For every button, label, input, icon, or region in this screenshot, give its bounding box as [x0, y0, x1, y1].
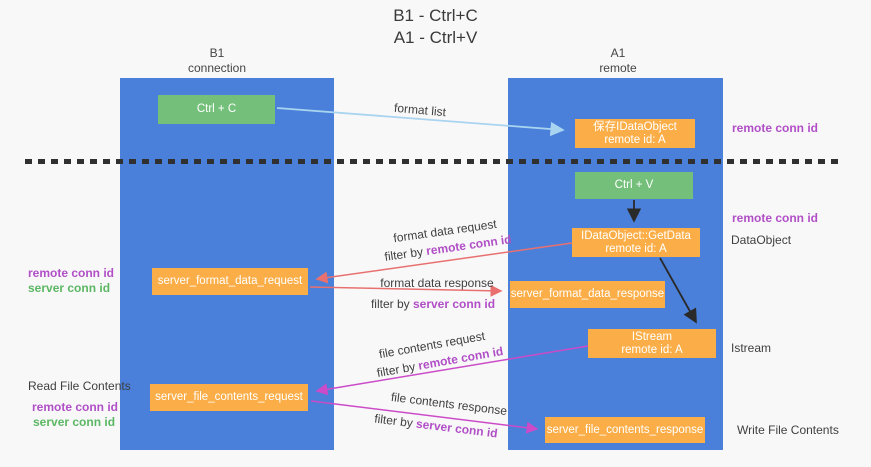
node-server-format-data-request: server_format_data_request: [152, 268, 308, 295]
title-line-1: B1 - Ctrl+C: [393, 6, 478, 25]
node-server-file-contents-request-label: server_file_contents_request: [155, 391, 303, 403]
label-filter-by-server-conn-id-1: filter by server conn id: [371, 297, 495, 311]
label-format-list: format list: [393, 100, 447, 120]
node-server-format-data-request-label: server_format_data_request: [157, 275, 303, 287]
lane-header-a1: A1 remote: [518, 46, 718, 76]
lane-header-b1: B1 connection: [117, 46, 317, 76]
node-ctrl-v-label: Ctrl + V: [614, 179, 654, 191]
server-conn-id-highlight: server conn id: [415, 416, 499, 441]
node-ctrl-c: Ctrl + C: [158, 95, 275, 124]
label-format-data-response: format data response: [380, 276, 494, 290]
left-remote-conn-id-1: remote conn id: [28, 266, 115, 280]
node-server-format-data-response-label: server_format_data_response: [510, 288, 665, 300]
filter-by-prefix: filter by: [370, 297, 413, 311]
lane-b1-name: B1: [209, 46, 225, 60]
node-istream: IStream remote id: A: [588, 329, 716, 358]
filter-by-prefix: filter by: [373, 411, 417, 431]
node-server-format-data-response: server_format_data_response: [510, 281, 665, 308]
node-server-file-contents-response: server_file_contents_response: [545, 417, 705, 443]
machine-boundary-dashed-line: [25, 159, 838, 164]
node-istream-line1: IStream: [631, 330, 673, 343]
title-line-2: A1 - Ctrl+V: [393, 28, 478, 47]
right-write-file-contents: Write File Contents: [737, 423, 839, 437]
left-server-conn-id-2: server conn id: [33, 415, 116, 429]
lane-a1-subtitle: remote: [599, 61, 637, 75]
label-filter-by-server-conn-id-2: filter by server conn id: [374, 411, 499, 440]
label-file-contents-response: file contents response: [390, 389, 508, 419]
filter-by-prefix: filter by: [375, 358, 420, 381]
lane-b1-subtitle: connection: [187, 61, 247, 75]
node-istream-line2: remote id: A: [621, 343, 683, 356]
node-save-idataobject-line1: 保存IDataObject: [593, 120, 677, 133]
server-conn-id-highlight: server conn id: [412, 297, 496, 311]
filter-by-prefix: filter by: [383, 244, 428, 264]
node-save-idataobject-line2: remote id: A: [604, 133, 666, 146]
node-getdata-line2: remote id: A: [605, 242, 667, 255]
node-idataobject-getdata: IDataObject::GetData remote id: A: [572, 228, 700, 257]
lane-a1-name: A1: [610, 46, 626, 60]
left-server-conn-id-1: server conn id: [28, 281, 111, 295]
node-ctrl-c-label: Ctrl + C: [196, 103, 237, 115]
right-dataobject-label: DataObject: [731, 233, 792, 247]
diagram-title: B1 - Ctrl+C A1 - Ctrl+V: [0, 5, 871, 49]
node-ctrl-v: Ctrl + V: [575, 172, 693, 199]
right-remote-conn-id-2: remote conn id: [732, 211, 819, 225]
right-istream-label: Istream: [731, 341, 772, 355]
left-remote-conn-id-2: remote conn id: [32, 400, 119, 414]
right-remote-conn-id-1: remote conn id: [732, 121, 819, 135]
node-server-file-contents-response-label: server_file_contents_response: [546, 423, 704, 436]
node-save-idataobject: 保存IDataObject remote id: A: [575, 119, 695, 148]
left-read-file-contents: Read File Contents: [28, 379, 131, 393]
node-server-file-contents-request: server_file_contents_request: [150, 384, 308, 411]
node-getdata-line1: IDataObject::GetData: [581, 229, 691, 242]
